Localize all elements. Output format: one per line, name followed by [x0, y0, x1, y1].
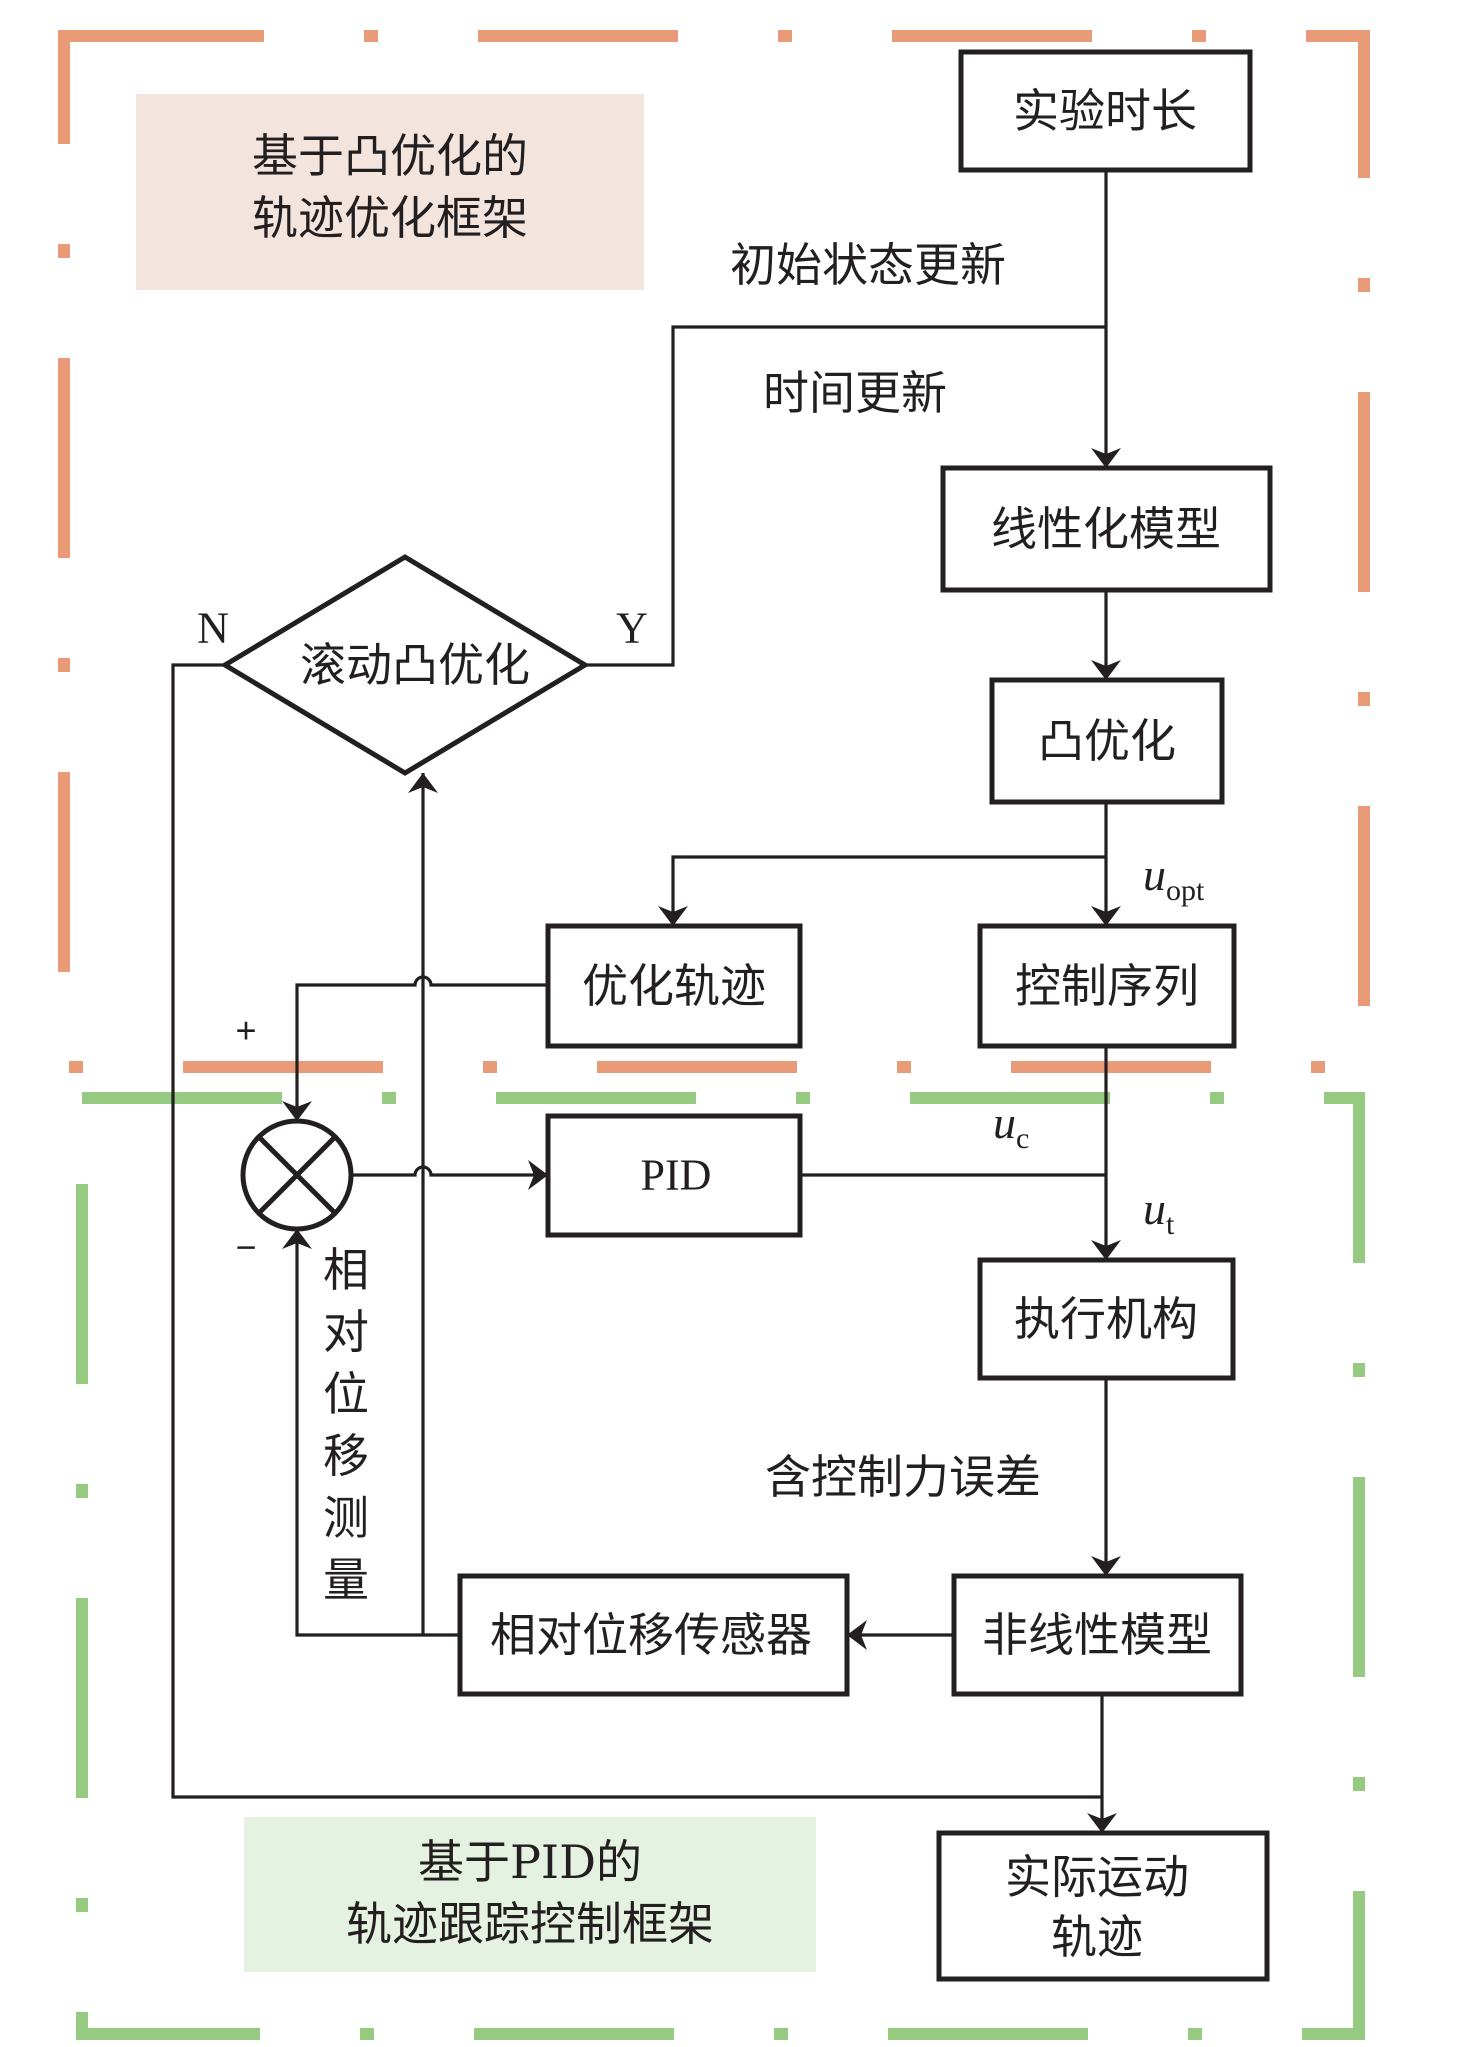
u-opt-label: uopt: [1143, 849, 1205, 907]
node-linearized-model: 线性化模型: [940, 465, 1273, 593]
plus-sign: +: [235, 1010, 256, 1051]
tracking-caption-background: [244, 1817, 816, 1972]
relative-displacement-measurement-char: 量: [323, 1553, 369, 1607]
node-experiment-duration: 实验时长: [958, 49, 1253, 173]
wire-no-branch-to-actual-trajectory: [171, 663, 1102, 1799]
node-nonlinear-model: 非线性模型: [951, 1573, 1244, 1697]
node-optimized-trajectory: 优化轨迹: [545, 923, 803, 1049]
u-t-label: ut: [1143, 1183, 1175, 1241]
linearized-model-label: 线性化模型: [991, 502, 1221, 556]
decision-diamond: [220, 554, 590, 776]
tracking-frame-caption: 基于PID的 轨迹跟踪控制框架: [244, 1817, 816, 1972]
relative-displacement-measurement-char: 相: [323, 1243, 369, 1297]
control-force-error-label: 含控制力误差: [765, 1450, 1041, 1504]
pid-label: PID: [641, 1151, 712, 1200]
minus-sign: −: [235, 1227, 256, 1268]
experiment-duration-label: 实验时长: [1013, 84, 1197, 138]
actual-motion-trajectory-line-1: 实际运动: [1005, 1850, 1189, 1904]
wire-junction-to-pid: [351, 1160, 548, 1190]
node-summing-junction: [240, 1118, 354, 1232]
wire-convex-to-optimized-trajectory: [658, 855, 1106, 926]
wire-yes-branch-to-update: [585, 325, 1106, 667]
convex-optimization-label: 凸优化: [1038, 714, 1176, 768]
nonlinear-model-label: 非线性模型: [982, 1608, 1212, 1662]
actuator-label: 执行机构: [1014, 1292, 1198, 1346]
relative-displacement-measurement-char: 位: [323, 1367, 369, 1421]
initial-state-update-label: 初始状态更新: [730, 238, 1006, 292]
control-sequence-box: [977, 923, 1237, 1049]
relative-displacement-measurement-char: 对: [323, 1305, 369, 1359]
linearized-model-box: [940, 465, 1273, 593]
nonlinear-model-box: [951, 1573, 1244, 1697]
optimization-frame-border: [58, 30, 1370, 1073]
decision-no-label: N: [197, 604, 229, 653]
experiment-duration-box: [958, 49, 1253, 173]
time-update-label: 时间更新: [763, 366, 947, 420]
tracking-caption-line-2: 轨迹跟踪控制框架: [346, 1897, 714, 1951]
control-sequence-label: 控制序列: [1015, 959, 1199, 1013]
node-control-sequence: 控制序列: [977, 923, 1237, 1049]
rolling-convex-optimization-label: 滚动凸优化: [300, 638, 530, 692]
tracking-caption-line-1: 基于PID的: [418, 1835, 642, 1889]
optimization-frame-caption: 基于凸优化的 轨迹优化框架: [136, 94, 644, 290]
relative-displacement-measurement-char: 移: [323, 1429, 369, 1483]
optimization-caption-line-2: 轨迹优化框架: [252, 191, 528, 245]
node-actual-motion-trajectory: 实际运动 轨迹: [936, 1830, 1270, 1982]
node-relative-displacement-sensor: 相对位移传感器: [457, 1573, 850, 1697]
convex-optimization-box: [989, 677, 1225, 805]
wire-sensor-feedback-to-junction: [282, 1229, 460, 1637]
actuator-box: [977, 1257, 1236, 1381]
pid-box: [545, 1113, 803, 1238]
relative-displacement-sensor-box: [457, 1573, 850, 1697]
optimization-caption-line-1: 基于凸优化的: [252, 129, 528, 183]
relative-displacement-sensor-label: 相对位移传感器: [490, 1608, 812, 1662]
actual-motion-trajectory-line-2: 轨迹: [1051, 1910, 1143, 1964]
node-actuator: 执行机构: [977, 1257, 1236, 1381]
optimized-trajectory-box: [545, 923, 803, 1049]
node-convex-optimization: 凸优化: [989, 677, 1225, 805]
u-c-label: uc: [993, 1097, 1029, 1155]
tracking-frame-border: [76, 1092, 1365, 2040]
optimized-trajectory-label: 优化轨迹: [582, 959, 766, 1013]
actual-motion-trajectory-box: [936, 1830, 1270, 1982]
node-pid: PID: [545, 1113, 803, 1238]
decision-yes-label: Y: [616, 604, 648, 653]
node-rolling-convex-optimization-decision: 滚动凸优化: [220, 554, 590, 776]
relative-displacement-measurement-char: 测: [323, 1491, 369, 1545]
summing-junction-cross-b: [257, 1135, 337, 1215]
optimization-caption-background: [136, 94, 644, 290]
connectors: [171, 170, 1121, 1833]
